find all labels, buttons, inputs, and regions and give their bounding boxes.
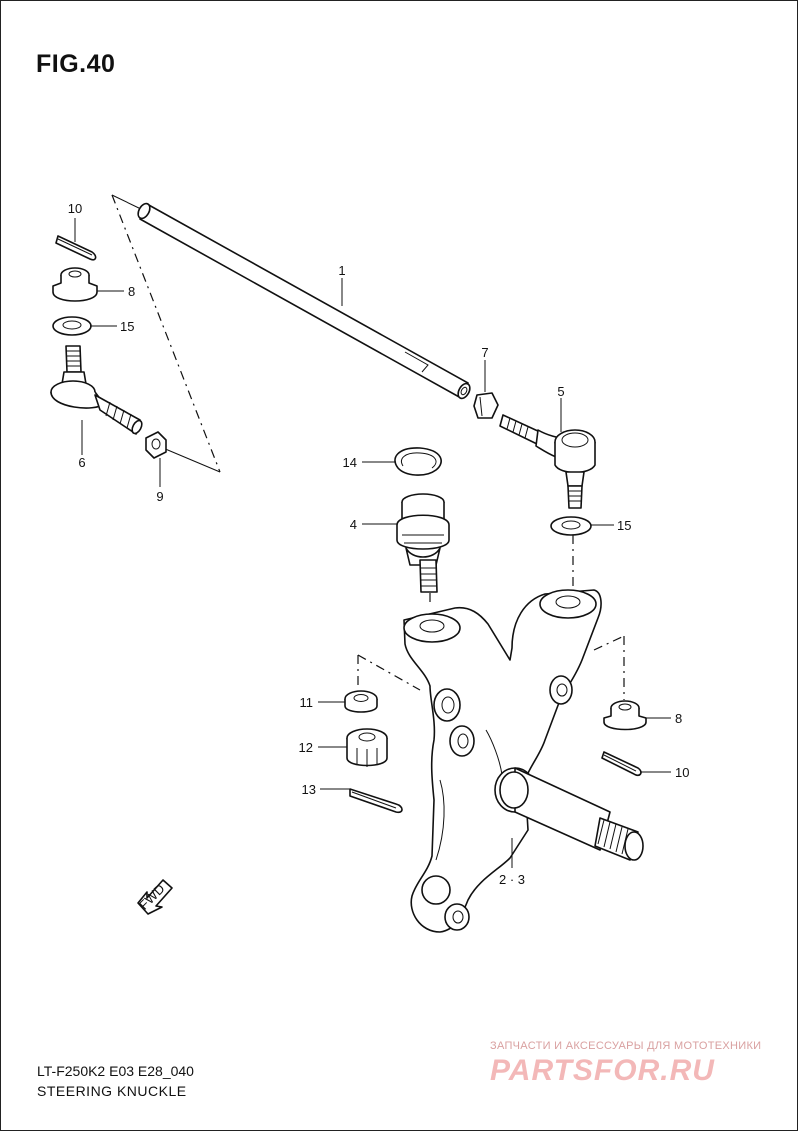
left-cotter-pin-part [55,235,97,261]
circlip-part [394,447,442,476]
left-washer-part [52,316,92,336]
hex-nut-part [145,431,167,459]
callout-13: 13 [302,782,316,797]
callout-1: 1 [338,263,345,278]
cotter-pin-part [349,788,403,814]
callout-12: 12 [299,740,313,755]
callout-2-3: 2 · 3 [499,872,525,887]
tie-rod-part [137,202,471,400]
right-cotter-pin-part [601,751,642,777]
callout-10-left: 10 [68,201,82,216]
callout-4: 4 [350,517,357,532]
callout-leader-lines [74,218,671,868]
left-tie-rod-end-part [50,345,143,435]
tie-rod-lock-nut-part [473,392,499,419]
steering-knuckle-part [403,589,644,933]
right-washer-part [550,516,592,536]
forward-direction-arrow-icon: FWD [136,879,173,915]
right-flange-nut-part [603,700,647,731]
knuckle-washer-part [344,690,378,713]
callout-9: 9 [156,489,163,504]
callout-14: 14 [343,455,357,470]
callout-6: 6 [78,455,85,470]
callout-7: 7 [481,345,488,360]
callout-10-right: 10 [675,765,689,780]
callout-15-left: 15 [120,319,134,334]
assembly-guide-lines [111,194,625,700]
callout-11: 11 [300,695,314,710]
callout-5: 5 [557,384,564,399]
model-code: LT-F250K2 E03 E28_040 [37,1063,194,1079]
callout-15-right: 15 [617,518,631,533]
figure-title: FIG.40 [36,50,116,78]
left-flange-nut-part [52,267,98,302]
castle-nut-part [346,728,388,767]
watermark-logo: PARTSFOR.RU [490,1054,715,1087]
callout-8-left: 8 [128,284,135,299]
callout-numbers: 1 7 5 10 8 15 6 9 14 4 15 11 12 13 8 10 … [68,201,690,887]
section-name: STEERING KNUCKLE [37,1083,187,1099]
ball-joint-part [396,493,450,593]
right-tie-rod-end-part [499,414,596,509]
callout-8-right: 8 [675,711,682,726]
watermark-tagline: ЗАПЧАСТИ И АКСЕССУАРЫ ДЛЯ МОТОТЕХНИКИ [490,1040,762,1052]
